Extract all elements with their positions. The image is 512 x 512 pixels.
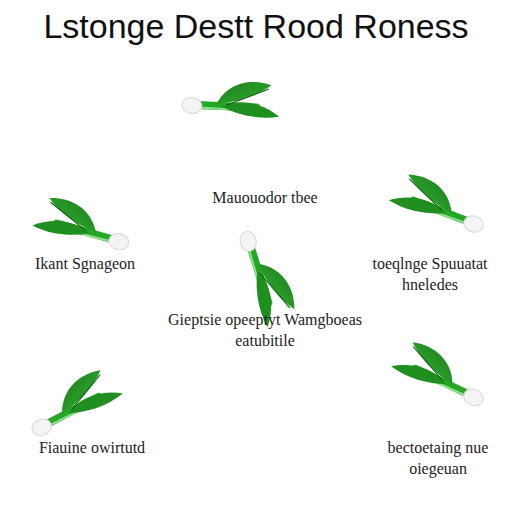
diagram-title: Lstonge Destt Rood Roness xyxy=(43,8,468,45)
diagram-label: Mauouodor tbee xyxy=(165,188,365,209)
diagram-label: Gieptsie opeeptyt Wamgboeas eatubitile xyxy=(140,310,390,352)
sprig-right xyxy=(387,170,492,234)
sprig-top xyxy=(181,72,284,126)
sprig-bottom-right xyxy=(388,337,494,408)
diagram-label: toeqlnge Spuuatat hneledes xyxy=(355,254,505,296)
sprig-left xyxy=(31,195,135,252)
diagram-label: Fiauine owirtutd xyxy=(22,438,162,459)
diagram-label: bectoetaing nue oiegeuan xyxy=(368,438,508,480)
diagram-label: Ikant Sgnageon xyxy=(15,254,155,275)
sprig-bottom-left xyxy=(20,364,126,438)
